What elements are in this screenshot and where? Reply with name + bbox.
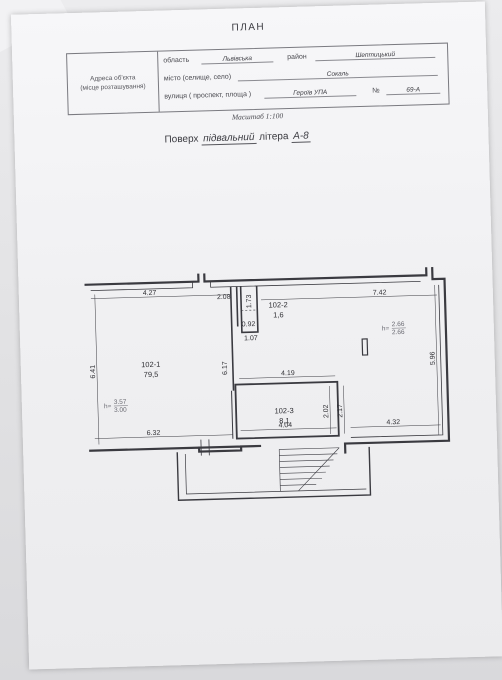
document-page: ПЛАН Адреса об'єкта (місце розташування)… xyxy=(11,2,502,670)
room-102-2-area: 1,6 xyxy=(273,310,284,319)
room-labels: 102-1 79,5 102-2 1,6 102-3 8,1 xyxy=(139,300,294,429)
floor-line: Поверх підвальний літера А-8 xyxy=(164,130,311,146)
partition-main xyxy=(231,287,240,391)
height-2-prefix: h= xyxy=(382,325,390,332)
dim-419: 4.19 xyxy=(281,370,295,377)
raion-value: Шептицький xyxy=(315,50,435,61)
height-2-top: 2.66 xyxy=(392,321,405,328)
street-value: Героїв УПА xyxy=(264,88,356,99)
street-label: вулиця ( проспект, площа ) xyxy=(164,91,251,100)
address-row-street: вулиця ( проспект, площа ) Героїв УПА № … xyxy=(164,86,444,106)
number-value: 69-А xyxy=(386,86,440,96)
height-1-top: 3.57 xyxy=(114,399,127,406)
stair-inner xyxy=(185,449,366,494)
dim-742: 7.42 xyxy=(373,289,387,296)
stair-steps xyxy=(279,448,340,492)
raion-label: район xyxy=(287,54,307,62)
address-label: Адреса об'єкта (місце розташування) xyxy=(67,52,160,115)
column xyxy=(362,339,367,355)
height-1-bottom: 3.00 xyxy=(114,407,127,414)
dim-217: 2.17 xyxy=(337,404,344,418)
page-title: ПЛАН xyxy=(11,16,485,40)
dim-641: 6.41 xyxy=(90,365,97,379)
oblast-label: область xyxy=(163,57,189,65)
dim-617: 6.17 xyxy=(222,361,229,375)
dim-173: 1.73 xyxy=(246,294,253,308)
stair-enclosure xyxy=(177,447,370,500)
room-102-3-area: 8,1 xyxy=(279,416,290,425)
floor-value: підвальний xyxy=(201,132,257,146)
dim-107: 1.07 xyxy=(244,335,258,342)
dim-208: 2.08 xyxy=(217,294,231,301)
height-1-prefix: h= xyxy=(104,403,112,410)
floor-prefix: Поверх xyxy=(164,134,198,146)
floor-plan-drawing: 4.27 2.08 7.42 0.92 1.07 4.19 6.32 4.04 … xyxy=(64,264,471,515)
room-102-3-id: 102-3 xyxy=(274,406,293,416)
dim-427: 4.27 xyxy=(143,290,157,297)
litera-value: А-8 xyxy=(291,130,311,143)
misto-value: Сокаль xyxy=(238,68,438,82)
misto-label: місто (селище, село) xyxy=(164,74,232,83)
litera-label: літера xyxy=(259,131,289,143)
dim-202: 2.02 xyxy=(323,404,330,418)
room-102-3-side xyxy=(232,391,233,439)
address-row-misto: місто (селище, село) Сокаль xyxy=(164,68,444,88)
height-2-bottom: 2.66 xyxy=(392,329,405,336)
dim-432: 4.32 xyxy=(386,419,400,426)
oblast-value: Львівська xyxy=(201,54,273,64)
dim-092: 0.92 xyxy=(242,321,256,328)
room-102-1-id: 102-1 xyxy=(141,360,160,370)
address-label-line2: (місце розташування) xyxy=(68,82,158,94)
number-label: № xyxy=(372,87,380,94)
outer-wall xyxy=(84,267,449,461)
room-102-1-area: 79,5 xyxy=(144,370,159,379)
address-block: Адреса об'єкта (місце розташування) обла… xyxy=(66,43,450,116)
dim-632: 6.32 xyxy=(147,430,161,437)
room-102-2-id: 102-2 xyxy=(268,300,287,310)
scale-label: Масштаб 1:100 xyxy=(232,111,284,121)
dim-596: 5.96 xyxy=(430,351,437,365)
address-row-oblast: область Львівська район Шептицький xyxy=(163,50,443,70)
